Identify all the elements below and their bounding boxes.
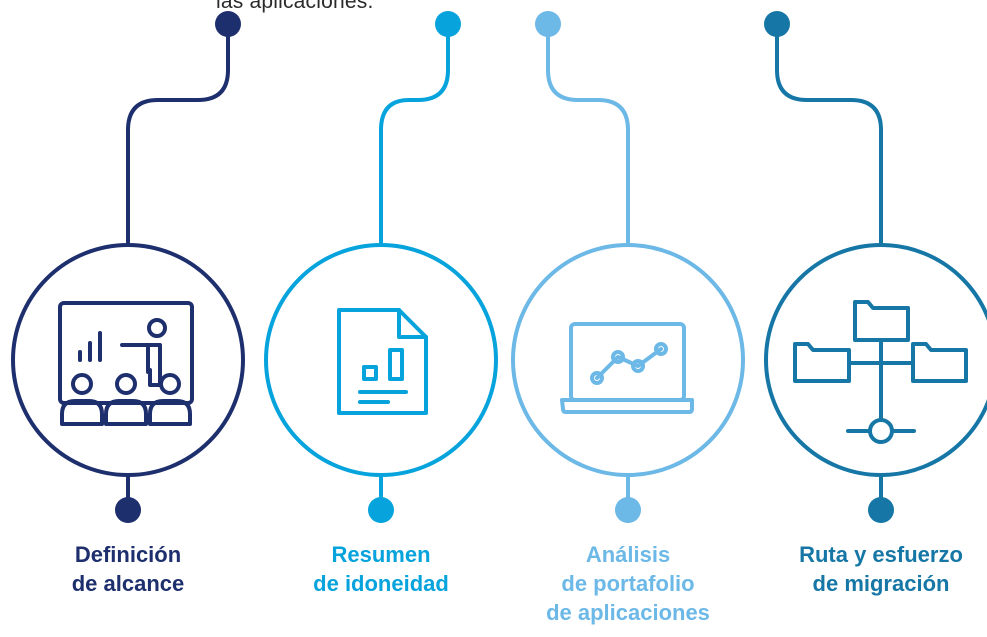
- folder-network-icon: [793, 300, 968, 444]
- connector-line-suitability: [379, 22, 450, 247]
- top-dot-suitability: [435, 11, 461, 37]
- top-dot-scope: [215, 11, 241, 37]
- step-portfolio: [511, 22, 745, 507]
- label-line: de migración: [812, 571, 950, 596]
- step-label-migration: Ruta y esfuerzo de migración: [751, 540, 987, 598]
- laptop-line-chart-icon: [560, 322, 694, 414]
- connector-line-migration: [775, 22, 883, 247]
- presentation-icon: [58, 301, 194, 426]
- bottom-dot-portfolio: [615, 497, 641, 523]
- step-label-portfolio: Análisis de portafolio de aplicaciones: [498, 540, 758, 627]
- step-circle-suitability: [264, 243, 498, 477]
- label-line: de idoneidad: [313, 571, 449, 596]
- step-label-scope: Definición de alcance: [0, 540, 258, 598]
- connector-line-portfolio: [546, 22, 630, 247]
- label-line: de aplicaciones: [546, 600, 710, 625]
- label-line: Resumen: [331, 542, 431, 567]
- label-line: Análisis: [585, 542, 671, 567]
- label-line: Ruta y esfuerzo: [799, 542, 963, 567]
- top-dot-migration: [764, 11, 790, 37]
- bottom-dot-migration: [868, 497, 894, 523]
- label-line: Definición: [74, 542, 182, 567]
- step-scope: [11, 22, 245, 507]
- label-line: de alcance: [71, 571, 185, 596]
- top-dot-portfolio: [535, 11, 561, 37]
- connector-line-scope: [126, 22, 230, 247]
- label-line: de portafolio: [561, 571, 695, 596]
- step-circle-scope: [11, 243, 245, 477]
- step-suitability: [264, 22, 498, 507]
- bottom-dot-suitability: [368, 497, 394, 523]
- report-document-icon: [337, 308, 428, 415]
- intro-text-fragment: las aplicaciones.: [216, 0, 374, 13]
- step-label-suitability: Resumen de idoneidad: [251, 540, 511, 598]
- bottom-dot-scope: [115, 497, 141, 523]
- step-migration: [764, 22, 987, 507]
